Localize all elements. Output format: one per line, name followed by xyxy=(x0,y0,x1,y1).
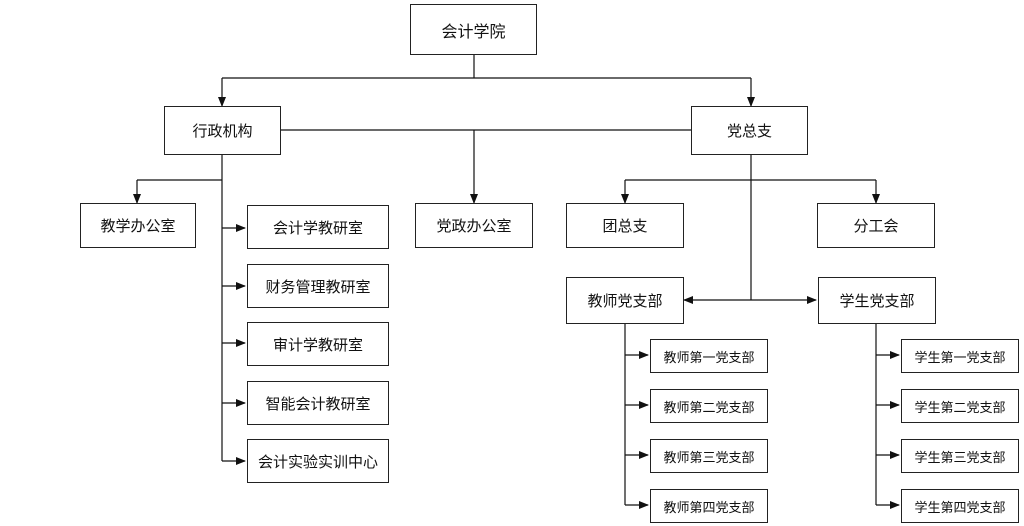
student-sub-branch-node: 学生第二党支部 xyxy=(901,389,1019,423)
teacher-sub-branch-node: 教师第一党支部 xyxy=(650,339,768,373)
research-room-node: 会计学教研室 xyxy=(247,205,389,249)
teacher-branch-node: 教师党支部 xyxy=(566,277,684,324)
party-office-node: 党政办公室 xyxy=(415,203,533,248)
teaching-office-node: 教学办公室 xyxy=(80,203,196,248)
student-sub-branch-node: 学生第三党支部 xyxy=(901,439,1019,473)
student-sub-branch-node: 学生第一党支部 xyxy=(901,339,1019,373)
student-branch-node: 学生党支部 xyxy=(818,277,936,324)
admin-branch-node: 行政机构 xyxy=(164,106,281,155)
teacher-sub-branch-node: 教师第三党支部 xyxy=(650,439,768,473)
teacher-sub-branch-node: 教师第四党支部 xyxy=(650,489,768,523)
union-node: 分工会 xyxy=(817,203,935,248)
student-sub-branch-node: 学生第四党支部 xyxy=(901,489,1019,523)
research-room-node: 会计实验实训中心 xyxy=(247,439,389,483)
root-node: 会计学院 xyxy=(410,4,537,55)
teacher-sub-branch-node: 教师第二党支部 xyxy=(650,389,768,423)
research-room-node: 财务管理教研室 xyxy=(247,264,389,308)
party-branch-node: 党总支 xyxy=(691,106,808,155)
research-room-node: 智能会计教研室 xyxy=(247,381,389,425)
research-room-node: 审计学教研室 xyxy=(247,322,389,366)
youth-league-node: 团总支 xyxy=(566,203,684,248)
